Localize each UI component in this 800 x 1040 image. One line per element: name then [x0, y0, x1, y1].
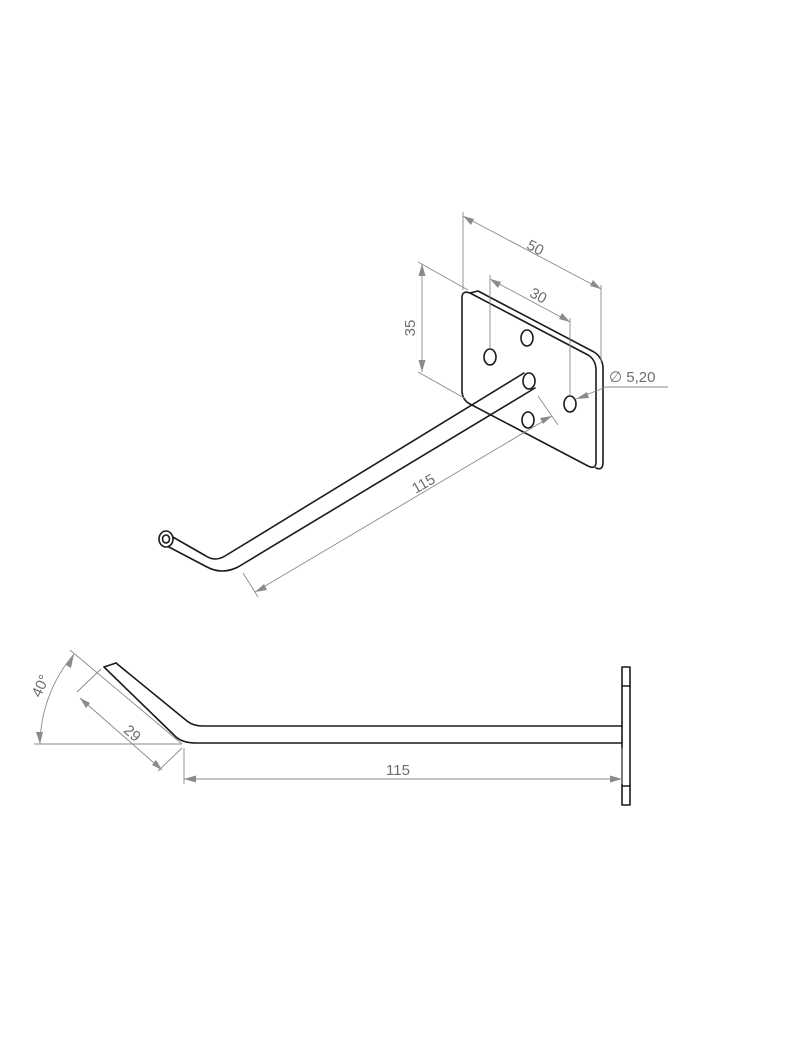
mounting-plate-side	[621, 666, 631, 806]
dimension-height: 35	[402, 261, 469, 400]
dimension-hole-spacing: 30	[489, 275, 571, 396]
hook-rod	[158, 372, 536, 572]
dimension-width: 50	[462, 212, 602, 362]
hook-rod-side	[103, 662, 623, 744]
dimension-arm-length-side: 115	[183, 748, 623, 784]
isometric-view: 50 30 35 ∅ 5,20	[158, 212, 668, 598]
rod-tip	[158, 530, 174, 548]
dimension-label: 115	[386, 762, 410, 779]
dimension-label: 35	[402, 320, 419, 337]
side-view: 40° 29 115	[28, 649, 631, 806]
mounting-hole-icon	[521, 411, 535, 429]
mounting-hole-icon	[520, 329, 534, 347]
dimension-angle: 40°	[28, 649, 183, 745]
dimension-tip-length: 29	[76, 668, 183, 772]
dimension-label: 50	[524, 237, 547, 260]
dimension-label: 30	[527, 285, 550, 308]
dimension-hole-diameter: ∅ 5,20	[575, 369, 668, 400]
dimension-label: 29	[120, 722, 144, 746]
mounting-plate	[461, 290, 604, 470]
dimension-label: ∅ 5,20	[609, 369, 655, 386]
dimension-label: 115	[409, 471, 438, 498]
